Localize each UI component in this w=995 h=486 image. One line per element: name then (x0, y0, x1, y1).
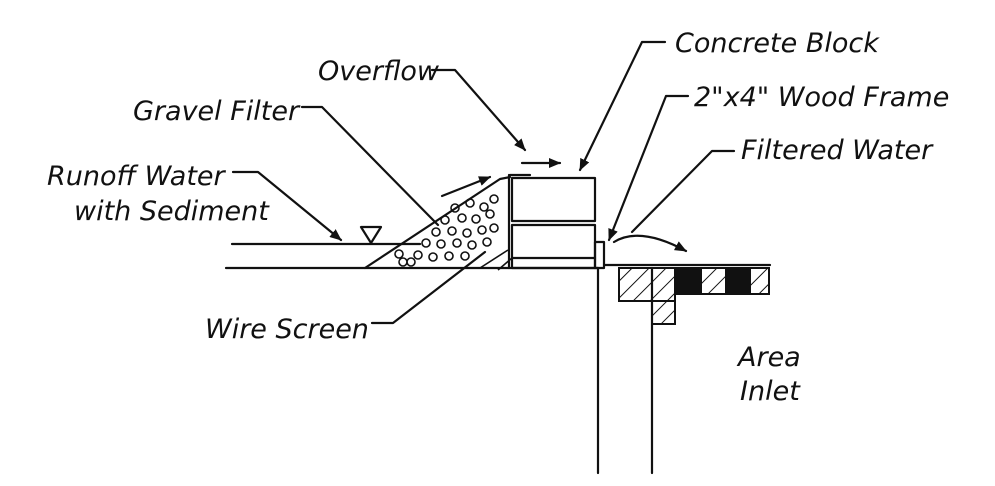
leader-concrete-block (578, 40, 667, 172)
flow-arrow-over-gravel (440, 175, 492, 198)
leader-wood-frame (607, 94, 690, 242)
inlet-grate (618, 267, 770, 325)
label-with-sediment: with Sediment (74, 196, 270, 227)
gravel-filter-wedge (363, 175, 512, 270)
wood-frame-2x4 (593, 240, 606, 270)
leader-gravel-filter (300, 105, 440, 227)
label-overflow: Overflow (318, 56, 440, 87)
label-area: Area (736, 342, 801, 373)
label-concrete-block: Concrete Block (675, 28, 880, 59)
leader-wire-screen (370, 250, 487, 325)
leader-filtered-water (630, 149, 736, 234)
concrete-block-bottom (510, 223, 597, 270)
filtered-water-arrow (612, 234, 688, 253)
label-wood-frame: 2"x4" Wood Frame (694, 82, 949, 113)
label-inlet: Inlet (740, 376, 801, 407)
label-wire-screen: Wire Screen (205, 314, 369, 345)
leader-overflow (430, 68, 527, 152)
label-gravel-filter: Gravel Filter (133, 96, 301, 127)
water-level-icon (359, 225, 383, 245)
gravel-stones (394, 194, 499, 267)
label-runoff-water: Runoff Water (47, 161, 227, 192)
leader-runoff-water (231, 170, 343, 242)
concrete-block-top (508, 173, 597, 223)
label-filtered-water: Filtered Water (741, 135, 934, 166)
